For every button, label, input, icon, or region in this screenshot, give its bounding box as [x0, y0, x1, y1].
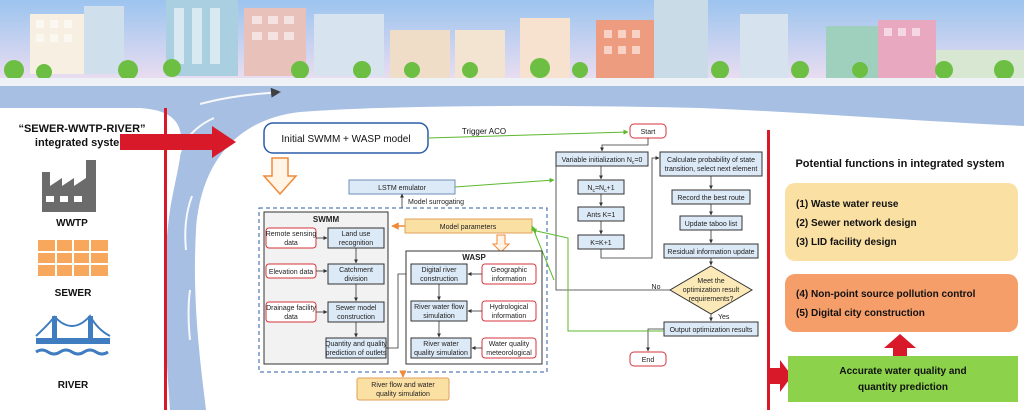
svg-text:River water: River water — [423, 341, 459, 348]
svg-text:Hydrological: Hydrological — [490, 304, 529, 311]
svg-text:Sewer model: Sewer model — [336, 305, 377, 312]
wasp-steps: Digital river construction River water f… — [410, 263, 472, 359]
svg-text:(5) Digital city construction: (5) Digital city construction — [796, 308, 925, 319]
svg-text:Nc=Nc+1: Nc=Nc+1 — [587, 185, 614, 194]
svg-text:(4) Non-point source pollution: (4) Non-point source pollution control — [796, 289, 976, 300]
svg-text:prediction of outlets: prediction of outlets — [326, 350, 387, 357]
wwtp-label: WWTP — [56, 218, 88, 229]
svg-text:Ants K=1: Ants K=1 — [587, 212, 616, 219]
svg-text:Drainage facility: Drainage facility — [266, 305, 316, 312]
city-skyline — [0, 0, 1024, 86]
svg-text:quality simulation: quality simulation — [414, 350, 468, 357]
svg-text:K=K+1: K=K+1 — [590, 240, 612, 247]
svg-text:Elevation data: Elevation data — [269, 269, 313, 276]
svg-text:No: No — [652, 284, 661, 291]
svg-text:division: division — [344, 276, 367, 283]
svg-text:data: data — [284, 314, 298, 321]
river-output-box — [356, 377, 450, 401]
svg-text:Remote sensing: Remote sensing — [266, 231, 317, 238]
initial-model-label: Initial SWMM + WASP model — [281, 134, 410, 145]
svg-text:Output optimization results: Output optimization results — [670, 327, 753, 334]
svg-text:Residual information update: Residual information update — [667, 249, 754, 256]
wasp-title: WASP — [462, 253, 486, 262]
left-title-line1: “SEWER-WWTP-RIVER” — [18, 123, 145, 135]
svg-text:Land use: Land use — [342, 231, 371, 238]
trigger-arrow — [427, 129, 629, 139]
surrogating-label: Model surrogating — [408, 199, 464, 206]
swmm-title: SWMM — [313, 215, 340, 224]
svg-text:River flow and water: River flow and water — [371, 382, 435, 389]
left-red-arrow — [120, 126, 236, 158]
svg-text:Record the best route: Record the best route — [677, 195, 744, 202]
svg-text:recognition: recognition — [339, 240, 373, 247]
functions-group-1 — [785, 183, 1018, 261]
svg-text:Catchment: Catchment — [339, 267, 373, 274]
prediction-box — [788, 356, 1018, 402]
svg-text:quality simulation: quality simulation — [376, 391, 430, 398]
trigger-aco-label: Trigger ACO — [462, 127, 506, 136]
sewer-grid-icon — [38, 240, 108, 276]
river — [0, 86, 1024, 410]
right-panel: Potential functions in integrated system… — [785, 158, 1018, 402]
svg-text:information: information — [492, 313, 527, 320]
svg-text:optimization result: optimization result — [683, 287, 739, 294]
up-red-arrow — [884, 334, 916, 356]
svg-text:Geographic: Geographic — [491, 267, 528, 274]
svg-text:information: information — [492, 276, 527, 283]
svg-text:data: data — [284, 240, 298, 247]
swmm-steps: Land use recognition Catchment division … — [325, 227, 387, 359]
left-title-line2: integrated system — [35, 137, 129, 149]
svg-text:simulation: simulation — [423, 313, 455, 320]
svg-text:End: End — [642, 357, 655, 364]
svg-text:requirements?: requirements? — [689, 296, 734, 303]
wasp-inputs: Geographic information Hydrological info… — [481, 263, 537, 359]
swmm-inputs: Remote sensing data Elevation data Drain… — [265, 227, 317, 323]
svg-text:Variable initialization Nc=0: Variable initialization Nc=0 — [562, 157, 643, 166]
bridge-icon — [35, 314, 111, 356]
svg-text:Water quality: Water quality — [489, 341, 530, 348]
svg-text:meteorological: meteorological — [486, 350, 532, 357]
functions-group-2 — [785, 274, 1018, 332]
right-panel-title: Potential functions in integrated system — [795, 158, 1004, 170]
right-divider — [767, 130, 770, 410]
svg-text:Digital river: Digital river — [421, 267, 457, 274]
svg-text:quantity prediction: quantity prediction — [858, 382, 948, 393]
lstm-label: LSTM emulator — [378, 185, 427, 192]
svg-text:Update taboo list: Update taboo list — [685, 221, 738, 228]
factory-icon — [42, 160, 96, 212]
model-params-label: Model parameters — [440, 224, 497, 231]
svg-text:construction: construction — [420, 276, 458, 283]
svg-text:(3) LID facility design: (3) LID facility design — [796, 237, 897, 248]
aco-flowchart: Start Variable initialization Nc=0 Nc=Nc… — [555, 123, 763, 367]
svg-text:River water flow: River water flow — [414, 304, 465, 311]
svg-text:Meet the: Meet the — [697, 278, 724, 285]
river-label: RIVER — [58, 380, 89, 391]
sewer-label: SEWER — [55, 288, 92, 299]
orange-down-arrow — [262, 157, 298, 196]
right-red-arrow — [770, 360, 792, 392]
svg-text:transition, select next elemen: transition, select next element — [665, 166, 758, 173]
svg-text:Quantity and quality: Quantity and quality — [325, 341, 387, 348]
svg-text:Yes: Yes — [718, 314, 730, 321]
svg-text:construction: construction — [337, 314, 375, 321]
left-divider — [164, 108, 167, 410]
left-panel: “SEWER-WWTP-RIVER” integrated system WWT… — [18, 123, 145, 391]
svg-text:Calculate probability of state: Calculate probability of state — [667, 157, 755, 164]
svg-text:(1) Waste water reuse: (1) Waste water reuse — [796, 199, 899, 210]
svg-text:Start: Start — [641, 129, 656, 136]
svg-text:(2) Sewer network design: (2) Sewer network design — [796, 218, 917, 229]
svg-text:Accurate water quality and: Accurate water quality and — [839, 366, 966, 377]
